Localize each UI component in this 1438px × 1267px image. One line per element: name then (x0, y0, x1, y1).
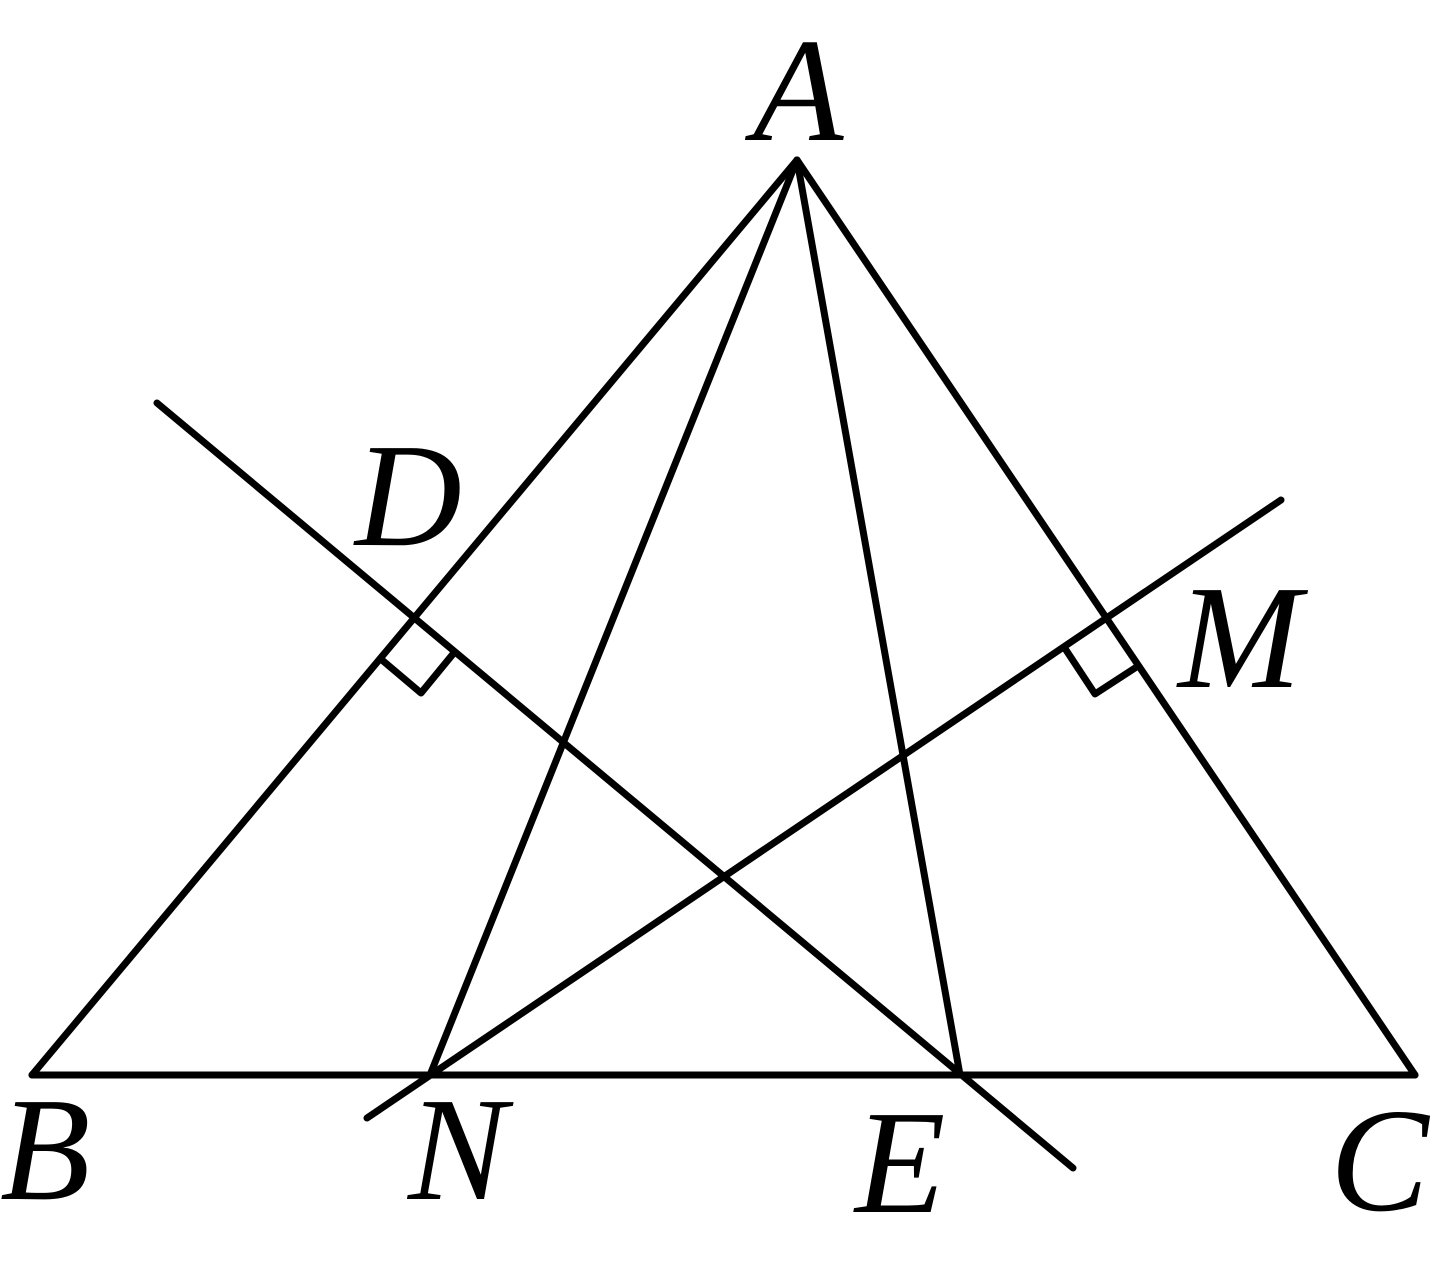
label-point-d: D (353, 414, 462, 578)
label-point-m: M (1176, 556, 1309, 720)
label-point-a: A (744, 9, 844, 173)
right-angle-marker-d (378, 650, 457, 697)
label-point-c: C (1330, 1079, 1431, 1243)
right-angle-marker-m (1062, 646, 1139, 698)
label-point-e: E (853, 1081, 945, 1245)
segment-an (426, 156, 801, 1079)
perpendicular-line-mn (363, 496, 1285, 1122)
segment-ae (793, 156, 964, 1079)
label-point-n: N (406, 1068, 514, 1232)
perpendicular-line-de (153, 399, 1077, 1172)
label-point-b: B (0, 1068, 90, 1232)
